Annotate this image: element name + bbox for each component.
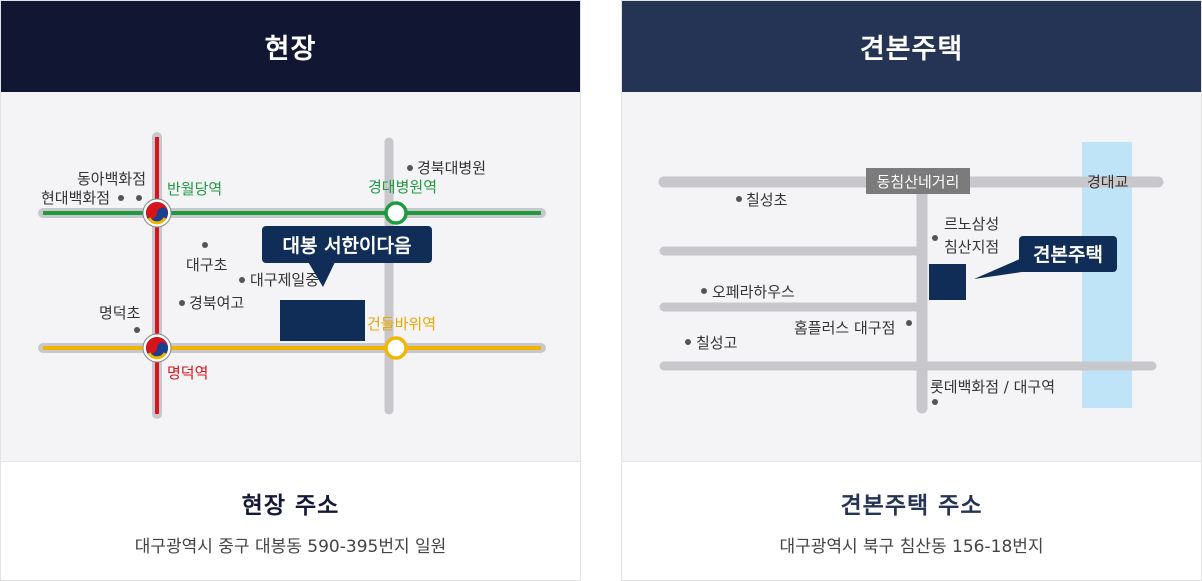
station-geondeulbawi-icon <box>384 336 408 360</box>
place-dot-icon <box>932 235 938 241</box>
model-house-banner-callout: 견본주택 <box>974 236 1117 279</box>
place-daegu-elementary: 대구초 <box>186 256 228 274</box>
place-dot-icon <box>685 339 691 345</box>
place-opera-house: 오페라하우스 <box>712 283 795 301</box>
station-banwoldang-label: 반월당역 <box>167 180 222 198</box>
station-kyungdae-hospital-label: 경대병원역 <box>368 178 437 196</box>
model-house-map-svg: 동침산네거리 경대교 칠성초 르노삼성 침산지점 오페라하우스 홈플러스 대구점… <box>658 142 1164 414</box>
place-dot-icon <box>407 165 413 171</box>
place-dot-icon <box>932 399 938 405</box>
station-kyungdae-hospital-icon <box>384 201 408 225</box>
place-dot-icon <box>736 196 742 202</box>
model-house-address-text: 대구광역시 북구 침산동 156-18번지 <box>779 536 1044 557</box>
site-banner-callout: 대봉 서한이다음 <box>262 226 432 287</box>
model-house-address-title: 견본주택 주소 <box>840 492 983 519</box>
place-kyungbuk-hospital: 경북대병원 <box>417 159 486 177</box>
transfer-station-banwoldang-icon <box>142 198 172 228</box>
site-address-section: 현장 주소 대구광역시 중구 대봉동 590-395번지 일원 <box>1 462 580 580</box>
place-chilseong-high: 칠성고 <box>696 334 737 352</box>
place-lotte-department: 롯데백화점 / 대구역 <box>930 378 1055 396</box>
transfer-station-myeongdeok-icon <box>142 333 172 363</box>
site-block-marker <box>280 300 365 341</box>
place-dot-icon <box>136 195 142 201</box>
intersection-tag <box>866 168 970 194</box>
station-myeongdeok-label: 명덕역 <box>167 364 208 382</box>
place-dot-icon <box>906 320 912 326</box>
place-daegu-jeil-middle: 대구제일중 <box>250 271 319 289</box>
model-house-card: 견본주택 동침산네거리 경대교 칠성초 르노삼성 침산지점 오페라하우스 홈플러… <box>621 0 1202 581</box>
station-geondeulbawi-label: 건들바위역 <box>367 315 436 333</box>
site-address-title: 현장 주소 <box>241 492 340 519</box>
site-banner-label: 대봉 서한이다음 <box>283 235 412 257</box>
place-renault-branch: 침산지점 <box>944 238 999 256</box>
site-map-svg: 반월당역 경대병원역 명덕역 건들바위역 경북대병원 동아백화점 현대백화점 대… <box>38 132 546 419</box>
intersection-label: 동침산네거리 <box>877 173 960 191</box>
place-dot-icon <box>239 277 245 283</box>
place-kyungdaegyo: 경대교 <box>1087 173 1128 191</box>
place-renault: 르노삼성 <box>944 215 999 233</box>
place-dot-icon <box>134 327 140 333</box>
model-house-location-map: 동침산네거리 경대교 칠성초 르노삼성 침산지점 오페라하우스 홈플러스 대구점… <box>622 92 1201 462</box>
place-donga-department: 동아백화점 <box>77 170 146 188</box>
place-dot-icon <box>202 242 208 248</box>
site-card-header: 현장 <box>1 1 580 92</box>
model-house-banner-label: 견본주택 <box>1033 244 1103 266</box>
place-dot-icon <box>701 288 707 294</box>
place-chilseong-elementary: 칠성초 <box>746 191 788 209</box>
place-myeongdeok-elementary: 명덕초 <box>99 304 141 322</box>
site-address-text: 대구광역시 중구 대봉동 590-395번지 일원 <box>134 536 447 557</box>
place-hyundai-department: 현대백화점 <box>41 189 110 207</box>
site-card: 현장 <box>0 0 581 581</box>
place-homeplus: 홈플러스 대구점 <box>794 319 895 337</box>
place-dot-icon <box>118 195 124 201</box>
model-house-block-marker <box>929 264 966 300</box>
site-location-map: 반월당역 경대병원역 명덕역 건들바위역 경북대병원 동아백화점 현대백화점 대… <box>1 92 580 462</box>
place-kyungbuk-girls-high: 경북여고 <box>189 294 244 312</box>
place-dot-icon <box>179 300 185 306</box>
model-house-address-section: 견본주택 주소 대구광역시 북구 침산동 156-18번지 <box>622 462 1201 580</box>
model-house-card-header: 견본주택 <box>622 1 1201 92</box>
